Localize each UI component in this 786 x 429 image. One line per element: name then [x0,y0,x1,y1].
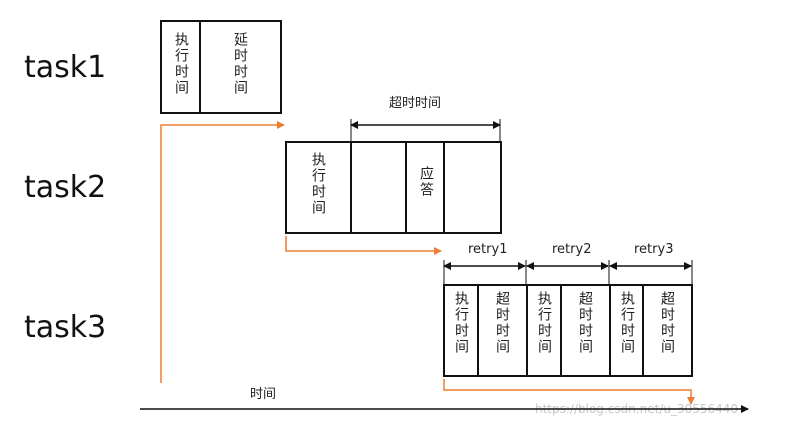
flow-arrow-task2-to-task3 [285,236,442,255]
task1-delay-cell: 延时时间 [201,22,282,112]
retry2-label: retry2 [552,242,592,257]
task3-timeout3-text: 超时时间 [659,291,675,355]
retry3-label: retry3 [634,242,674,257]
task2-respond-cell: 应答 [407,143,445,232]
task3-timeout1-cell: 超时时间 [479,286,528,375]
task3-exec1-cell: 执行时间 [445,286,479,375]
task2-timeout-label: 超时时间 [389,96,442,111]
task2-label: task2 [24,170,107,205]
task2-block: 执行时间 应答 [285,141,502,234]
task1-delay-text: 延时时间 [232,32,248,96]
task3-exec2-text: 执行时间 [536,291,552,355]
task3-exec1-text: 执行时间 [453,291,469,355]
task1-block: 执行时间 延时时间 [160,20,282,114]
task3-timeout3-cell: 超时时间 [644,286,693,375]
task3-timeout2-cell: 超时时间 [562,286,611,375]
retry1-label: retry1 [468,242,508,257]
task3-timeout2-text: 超时时间 [577,291,593,355]
task3-block: 执行时间 超时时间 执行时间 超时时间 执行时间 超时时间 [443,284,693,377]
task2-wait-cell [352,143,407,232]
task3-label: task3 [24,310,107,345]
task1-label: task1 [24,50,107,85]
task2-exec-cell: 执行时间 [287,143,352,232]
task3-exec3-cell: 执行时间 [611,286,644,375]
flow-arrow-task3-end [443,379,695,405]
task2-exec-text: 执行时间 [310,152,326,216]
task3-timeout1-text: 超时时间 [494,291,510,355]
task3-exec2-cell: 执行时间 [528,286,562,375]
flow-arrow-task1-to-task2 [160,121,285,383]
time-axis-label: 时间 [250,387,277,402]
task1-exec-text: 执行时间 [173,32,189,96]
task2-respond-text: 应答 [418,166,434,198]
task1-exec-cell: 执行时间 [162,22,201,112]
task3-exec3-text: 执行时间 [619,291,635,355]
